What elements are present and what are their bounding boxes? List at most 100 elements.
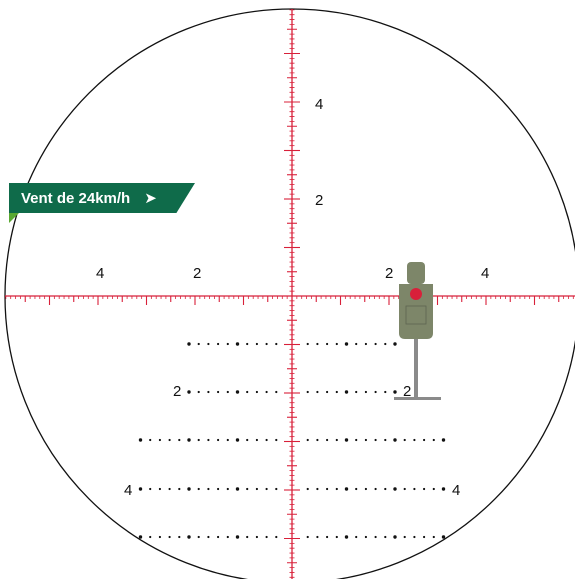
holdover-dot <box>178 487 181 491</box>
holdover-dot <box>226 535 229 539</box>
silhouette-target-icon <box>394 262 441 400</box>
holdover-dot <box>226 390 229 394</box>
dot-row-label-2-left: 2 <box>173 383 181 400</box>
scope-circle <box>4 8 575 579</box>
holdover-dot <box>441 438 446 442</box>
holdover-dot <box>275 438 278 442</box>
holdover-dot <box>265 535 268 539</box>
holdover-dot <box>235 487 240 491</box>
holdover-dot <box>393 535 397 539</box>
holdover-dot <box>149 438 152 442</box>
holdover-dot <box>149 487 152 491</box>
holdover-dot <box>423 487 426 491</box>
holdover-dot <box>255 342 258 346</box>
holdover-dot <box>326 438 329 442</box>
holdover-dot <box>217 390 220 394</box>
holdover-dot <box>423 535 426 539</box>
holdover-dot <box>326 342 329 346</box>
holdover-dot <box>275 535 278 539</box>
holdover-dot <box>335 487 338 491</box>
holdover-dot <box>255 438 258 442</box>
holdover-dot <box>226 487 229 491</box>
holdover-dot <box>168 438 171 442</box>
holdover-dot <box>178 535 181 539</box>
holdover-dot <box>265 487 268 491</box>
holdover-dot <box>217 487 220 491</box>
wind-arrow-icon: ➤ <box>144 189 157 207</box>
holdover-dot <box>197 487 200 491</box>
holdover-dot <box>246 487 249 491</box>
holdover-dot <box>344 390 349 394</box>
holdover-dot <box>187 535 191 539</box>
holdover-dot <box>217 342 220 346</box>
holdover-dot <box>235 390 240 394</box>
holdover-dot <box>235 438 240 442</box>
holdover-dots <box>138 342 446 539</box>
holdover-dot <box>158 487 161 491</box>
horizontal-label-right-4: 4 <box>481 265 489 282</box>
holdover-dot <box>344 438 349 442</box>
holdover-dot <box>187 438 191 442</box>
holdover-dot <box>197 438 200 442</box>
holdover-dot <box>335 535 338 539</box>
reticle-ticks <box>5 9 574 578</box>
holdover-dot <box>355 487 358 491</box>
holdover-dot <box>255 390 258 394</box>
holdover-dot <box>344 342 349 346</box>
holdover-dot <box>168 487 171 491</box>
holdover-dot <box>326 487 329 491</box>
holdover-dot <box>178 438 181 442</box>
holdover-dot <box>374 487 377 491</box>
holdover-dot <box>306 535 309 539</box>
holdover-dot <box>306 438 309 442</box>
holdover-dot <box>168 535 171 539</box>
holdover-dot <box>316 535 319 539</box>
holdover-dot <box>275 390 278 394</box>
holdover-dot <box>403 487 406 491</box>
holdover-dot <box>344 487 349 491</box>
holdover-dot <box>413 487 416 491</box>
holdover-dot <box>226 438 229 442</box>
holdover-dot <box>316 390 319 394</box>
holdover-dot <box>275 487 278 491</box>
holdover-dot <box>403 535 406 539</box>
holdover-dot <box>393 342 397 346</box>
holdover-dot <box>246 535 249 539</box>
holdover-dot <box>226 342 229 346</box>
holdover-dot <box>403 438 406 442</box>
dot-row-label-2-right: 2 <box>403 383 411 400</box>
holdover-dot <box>355 342 358 346</box>
holdover-dot <box>393 438 397 442</box>
holdover-dot <box>255 487 258 491</box>
holdover-dot <box>316 342 319 346</box>
holdover-dot <box>138 438 143 442</box>
horizontal-label-left-2: 2 <box>193 265 201 282</box>
holdover-dot <box>384 438 387 442</box>
holdover-dot <box>207 438 210 442</box>
holdover-dot <box>158 438 161 442</box>
holdover-dot <box>246 342 249 346</box>
holdover-dot <box>364 390 367 394</box>
holdover-dot <box>207 535 210 539</box>
holdover-dot <box>207 390 210 394</box>
holdover-dot <box>384 535 387 539</box>
horizontal-label-left-4: 4 <box>96 265 104 282</box>
holdover-dot <box>306 342 309 346</box>
holdover-dot <box>335 438 338 442</box>
holdover-dot <box>138 487 143 491</box>
holdover-dot <box>187 342 191 346</box>
holdover-dot <box>441 487 446 491</box>
holdover-dot <box>326 535 329 539</box>
holdover-dot <box>316 438 319 442</box>
holdover-dot <box>355 390 358 394</box>
holdover-dot <box>217 438 220 442</box>
holdover-dot <box>306 487 309 491</box>
vertical-label-4: 4 <box>315 96 323 113</box>
holdover-dot <box>374 535 377 539</box>
holdover-dot <box>197 390 200 394</box>
holdover-dot <box>335 390 338 394</box>
holdover-dot <box>384 487 387 491</box>
holdover-dot <box>413 535 416 539</box>
holdover-dot <box>374 390 377 394</box>
